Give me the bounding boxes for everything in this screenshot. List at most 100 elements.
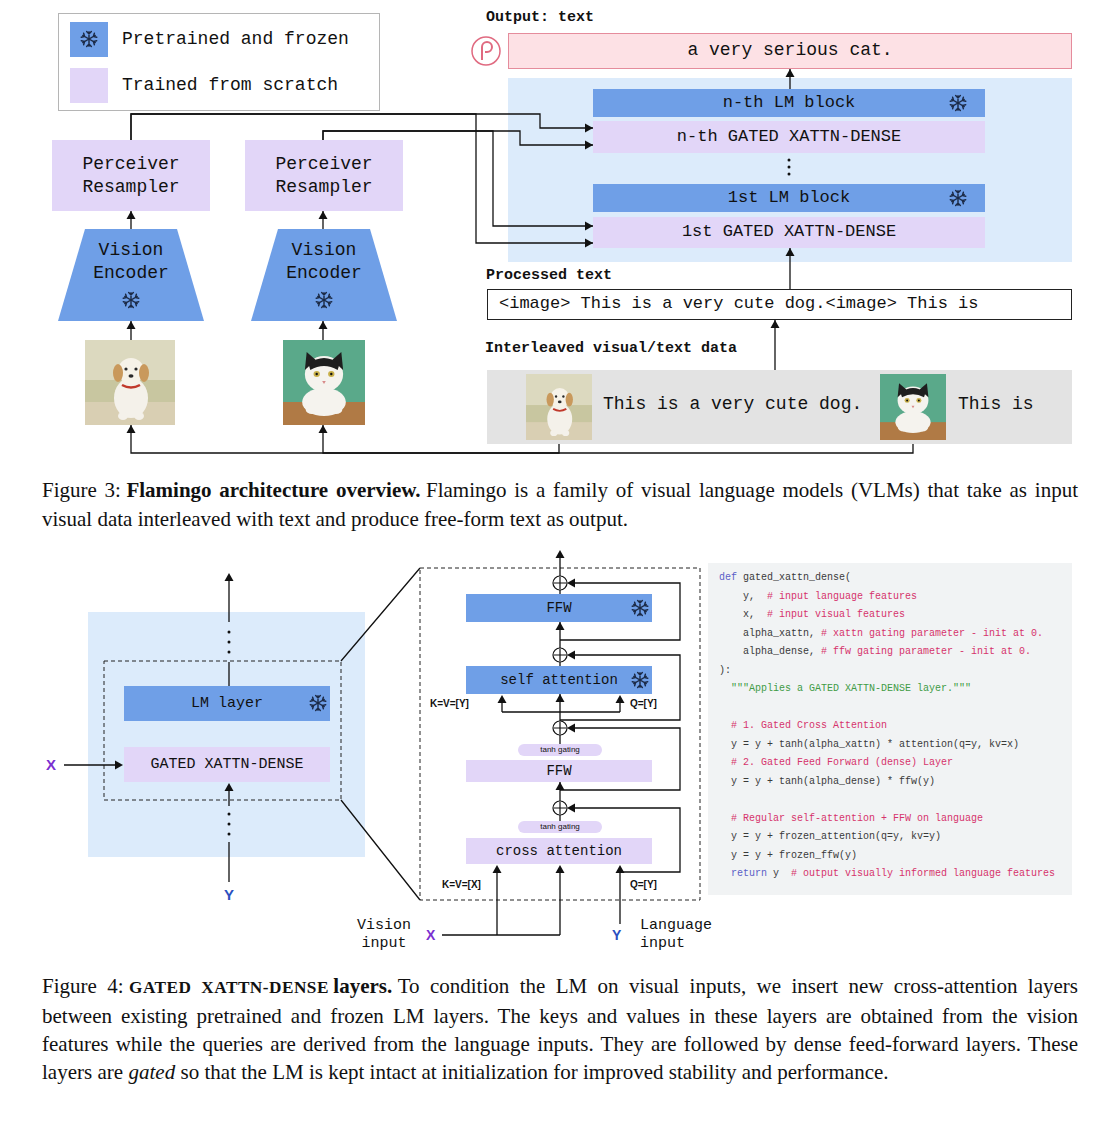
caption-text: Figure 4: — [42, 974, 124, 998]
connector-line — [131, 114, 593, 140]
legend-swatch — [70, 22, 108, 57]
heading: Output: text — [486, 9, 594, 27]
frozen-block: 1st LM block — [593, 184, 985, 212]
node-text: Vision Encoder — [276, 239, 372, 285]
code-text: y, — [743, 590, 755, 604]
node-text: This is — [958, 394, 1034, 416]
trained-block: cross attention — [466, 838, 652, 864]
legend-row: Trained from scratch — [70, 68, 370, 103]
code-text: y = y + frozen_ffw(y) — [731, 849, 857, 863]
code-text: y — [773, 867, 779, 881]
caption-text: GATED XATTN-DENSE — [129, 978, 329, 997]
node-text: cross attention — [496, 843, 622, 860]
snowflake-icon — [122, 291, 140, 309]
node-text: 1st GATED XATTN-DENSE — [682, 222, 896, 242]
node-text: <image> This is a very cute dog.<image> … — [488, 294, 978, 314]
code-text: # 1. Gated Cross Attention — [731, 719, 887, 733]
node-text: LM layer — [191, 695, 263, 713]
gate-pill: tanh gating — [518, 821, 602, 833]
encoder-trapezoid: Vision Encoder — [251, 229, 397, 321]
snowflake-icon — [315, 291, 333, 309]
diagram-label: Q=[Y] — [630, 698, 657, 710]
diagram-label: Y — [612, 927, 621, 944]
code-text: y = y + tanh(alpha_xattn) * attention(q=… — [731, 738, 1019, 752]
arrowhead — [319, 425, 328, 433]
icon-use — [950, 190, 965, 205]
diagram-label: K=V=[X] — [442, 879, 481, 891]
figure-caption: Figure 3:Flamingo architecture overview.… — [42, 476, 1078, 534]
code-text: # Regular self-attention + FFW on langua… — [731, 812, 983, 826]
dog-photo — [526, 374, 592, 440]
gate-pill: tanh gating — [518, 744, 602, 756]
node-text: self attention — [500, 672, 618, 689]
heading: Interleaved visual/text data — [485, 340, 737, 358]
arrowhead — [585, 124, 593, 133]
code-text: ): — [719, 664, 731, 678]
frozen-block: LM layer — [124, 686, 330, 721]
code-text: # output visually informed language feat… — [791, 867, 1055, 881]
node-text: 1st LM block — [728, 188, 850, 208]
snowflake-icon — [309, 694, 327, 712]
arrowhead — [556, 782, 565, 790]
icon-use — [880, 374, 946, 440]
connector — [786, 248, 795, 289]
arrowhead — [786, 248, 795, 256]
cat-photo — [880, 374, 946, 440]
trained-block: FFW — [466, 760, 652, 782]
icon-use — [632, 600, 647, 615]
connector — [556, 694, 565, 744]
arrowhead — [319, 211, 328, 219]
node-text: FFW — [546, 600, 571, 617]
code-text: # input visual features — [767, 608, 905, 622]
node-text: a very serious cat. — [687, 40, 892, 62]
legend-row: Pretrained and frozen — [70, 22, 370, 57]
resampler-box: Perceiver Resampler — [52, 140, 210, 211]
snowflake-icon — [949, 94, 967, 112]
code-text: x, — [743, 608, 755, 622]
frozen-block: n-th LM block — [593, 89, 985, 117]
icon-use — [632, 672, 647, 687]
encoder-trapezoid: Vision Encoder — [58, 229, 204, 321]
code-text: return — [731, 867, 767, 881]
diagram-label: Y — [224, 886, 234, 904]
node-text: This is a very cute dog. — [603, 394, 862, 416]
node-text: Perceiver Resampler — [245, 153, 403, 199]
snowflake-icon — [949, 189, 967, 207]
trained-block: GATED XATTN-DENSE — [124, 747, 330, 782]
arrowhead — [556, 694, 565, 702]
caption-text: layers. — [333, 974, 392, 998]
code-text: # 2. Gated Feed Forward (dense) Layer — [731, 756, 953, 770]
arrowhead — [585, 239, 593, 248]
diagram-label: X — [46, 756, 56, 774]
figure-caption: Figure 4:GATED XATTN-DENSElayers.To cond… — [42, 972, 1078, 1086]
caption-text: Figure 3: — [42, 478, 121, 502]
code-text: y = y + frozen_attention(q=y, kv=y) — [731, 830, 941, 844]
legend-swatch — [70, 68, 108, 103]
ellipsis-dots — [788, 159, 791, 176]
legend-text: Trained from scratch — [122, 68, 338, 103]
arrowhead — [786, 69, 795, 77]
frozen-block: FFW — [466, 594, 652, 622]
diagram-label: K=V=[Y] — [430, 698, 469, 710]
code-text: alpha_dense, — [743, 645, 815, 659]
icon-use — [950, 95, 965, 110]
diagram-label: X — [426, 927, 435, 944]
caption-text: so that the LM is kept intact at initial… — [181, 1060, 889, 1084]
code-text: gated_xattn_dense( — [743, 571, 851, 585]
arrowhead — [127, 211, 136, 219]
arrowhead — [585, 222, 593, 231]
node-text: n-th LM block — [723, 93, 856, 113]
connector — [786, 69, 795, 89]
trained-block: 1st GATED XATTN-DENSE — [593, 217, 985, 248]
flamingo-logo — [472, 37, 500, 65]
snowflake-icon — [631, 599, 649, 617]
encoder-fill — [58, 229, 204, 321]
diagram-label: Language input — [640, 917, 722, 953]
node-text: FFW — [546, 763, 571, 780]
node-text: Vision Encoder — [83, 239, 179, 285]
icon-use — [310, 695, 325, 710]
dog-photo — [85, 340, 175, 425]
legend-box: Pretrained and frozenTrained from scratc… — [58, 13, 380, 111]
lm-panel — [508, 78, 1072, 262]
